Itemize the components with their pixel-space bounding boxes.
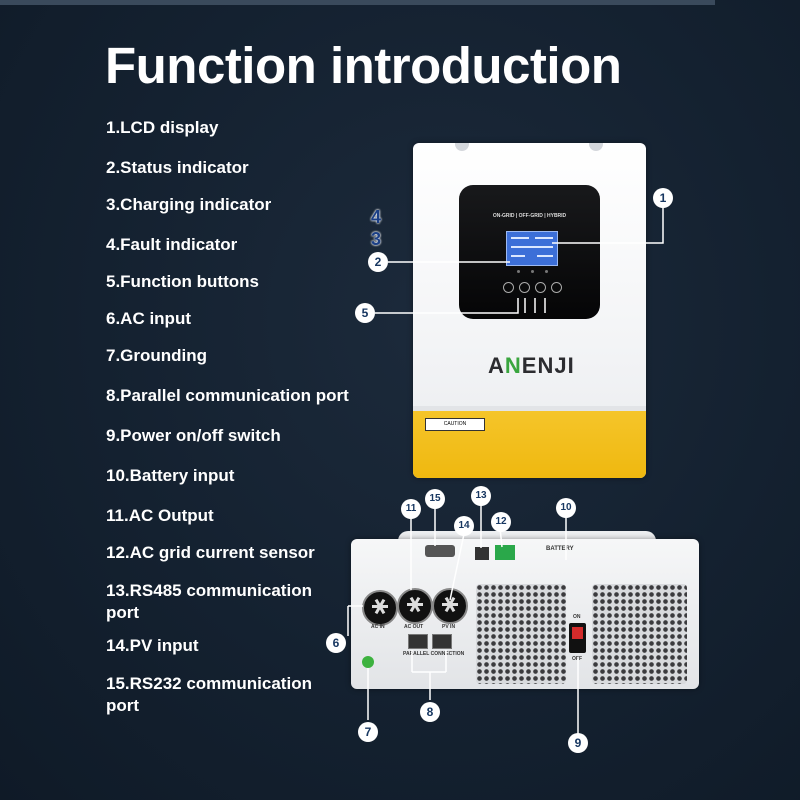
callout-4: 4 (371, 207, 382, 227)
mount-tab (589, 143, 603, 151)
callout-11: 11 (401, 499, 421, 519)
callout-1: 1 (653, 188, 673, 208)
ac-out-label: AC OUT (404, 624, 424, 630)
mount-tab (455, 143, 469, 151)
rs232-port (425, 545, 455, 557)
callout-6: 6 (326, 633, 346, 653)
fault-indicator (545, 270, 548, 273)
grounding-terminal (362, 656, 374, 668)
divider (413, 406, 646, 412)
inverter-front: ON-GRID | OFF-GRID | HYBRID ANENJI CAUTI… (413, 143, 646, 478)
rs485-port (475, 547, 489, 560)
callout-14: 14 (454, 516, 474, 536)
function-item: 12.AC grid current sensor (106, 543, 315, 562)
grid-current-sensor-terminal (495, 545, 515, 560)
ac-input-port (362, 590, 398, 626)
function-item: 9.Power on/off switch (106, 426, 281, 445)
status-indicator (517, 270, 520, 273)
function-button[interactable] (503, 282, 514, 293)
parallel-label: PARALLEL CONNECTION (403, 651, 465, 657)
battery-label: BATTERY (546, 546, 574, 552)
top-bar (0, 0, 715, 5)
lcd-display (506, 231, 558, 266)
function-button[interactable] (519, 282, 530, 293)
pv-in-label: PV IN (442, 624, 456, 630)
vent-grill (476, 584, 566, 684)
callout-13: 13 (471, 486, 491, 506)
parallel-port (432, 634, 452, 649)
vent-grill (592, 584, 687, 684)
power-switch[interactable] (569, 623, 586, 653)
ac-in-label: AC IN (371, 624, 385, 630)
function-item: 5.Function buttons (106, 272, 259, 291)
panel-mode-text: ON-GRID | OFF-GRID | HYBRID (492, 213, 567, 219)
function-item: 3.Charging indicator (106, 195, 272, 214)
switch-off-label: OFF (572, 656, 582, 662)
function-item: 14.PV input (106, 636, 199, 655)
charging-indicator (531, 270, 534, 273)
function-item: 7.Grounding (106, 346, 208, 365)
callout-7: 7 (358, 722, 378, 742)
switch-on-label: ON (573, 614, 581, 620)
function-item: 6.AC input (106, 309, 191, 328)
function-item: 15.RS232 communication port (106, 674, 312, 715)
function-button[interactable] (535, 282, 546, 293)
callout-2: 2 (368, 252, 388, 272)
callout-15: 15 (425, 489, 445, 509)
function-item: 8.Parallel communication port (106, 386, 349, 405)
callout-8: 8 (420, 702, 440, 722)
function-item: 13.RS485 communication port (106, 581, 312, 622)
parallel-port (408, 634, 428, 649)
callout-9: 9 (568, 733, 588, 753)
callout-12: 12 (491, 512, 511, 532)
caution-label: CAUTION (425, 418, 485, 431)
function-item: 11.AC Output (106, 506, 214, 525)
callout-3: 3 (371, 229, 382, 249)
function-item: 10.Battery input (106, 466, 235, 485)
function-item: 1.LCD display (106, 118, 219, 137)
control-panel: ON-GRID | OFF-GRID | HYBRID (459, 185, 600, 319)
page-title: Function introduction (105, 37, 622, 94)
function-button[interactable] (551, 282, 562, 293)
callout-5: 5 (355, 303, 375, 323)
function-item: 4.Fault indicator (106, 235, 238, 254)
ac-output-port (397, 588, 433, 624)
brand-logo: ANENJI (488, 353, 575, 378)
function-item: 2.Status indicator (106, 158, 249, 177)
pv-input-port (432, 588, 468, 624)
callout-10: 10 (556, 498, 576, 518)
